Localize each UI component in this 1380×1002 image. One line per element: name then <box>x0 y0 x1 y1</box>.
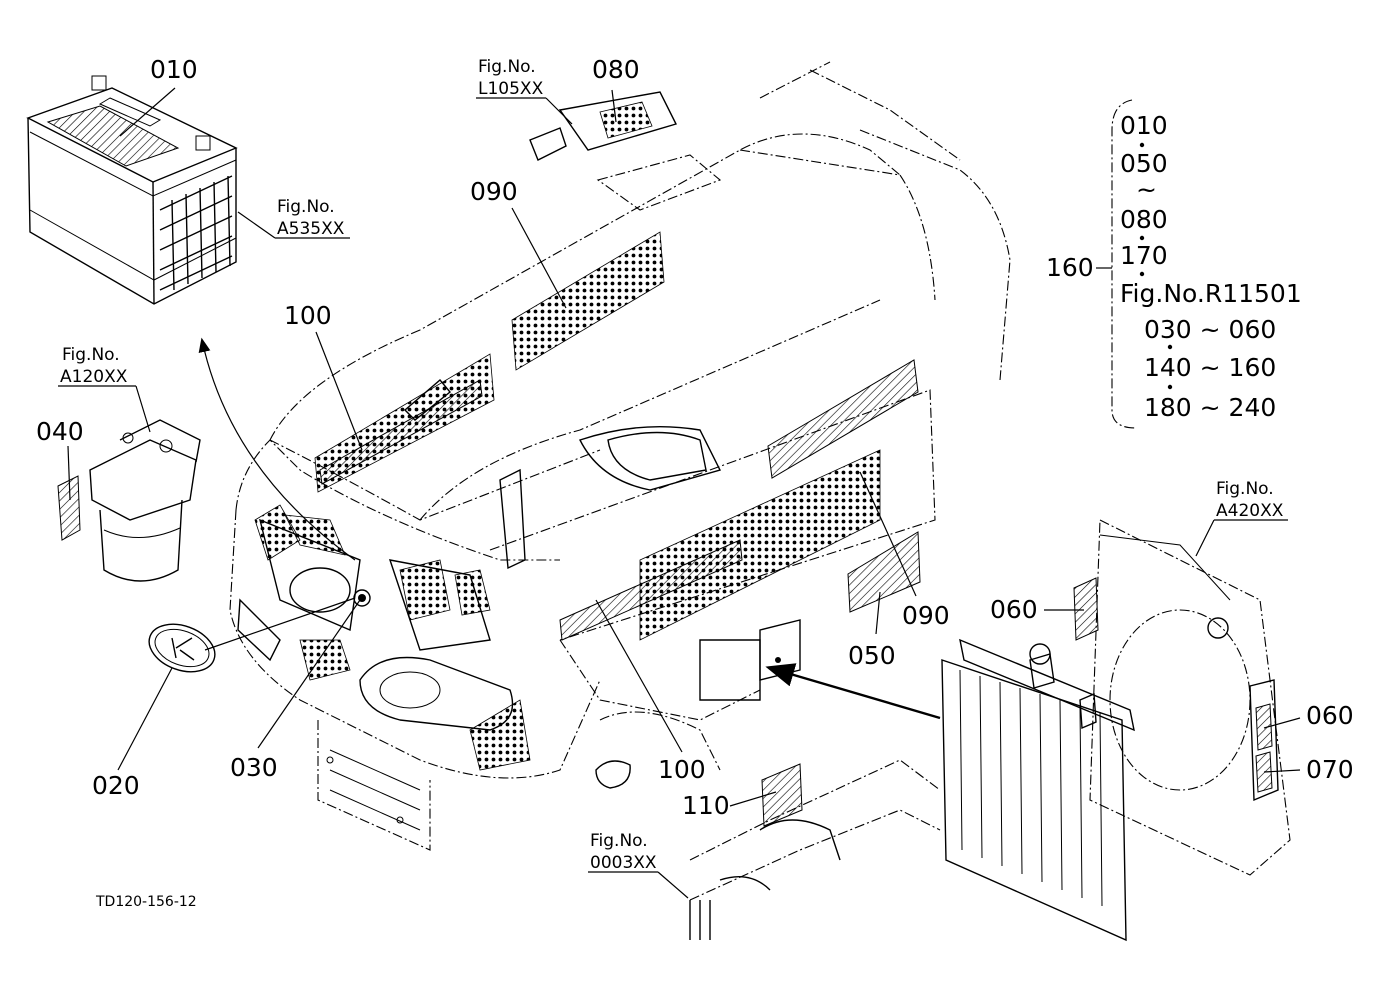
radiator-location-arrow <box>765 663 941 720</box>
battery-illustration <box>26 75 238 305</box>
callout-060-upper: 060 <box>990 595 1038 624</box>
fig-ref-filter-label: Fig.No. <box>62 345 120 365</box>
callout-090-top: 090 <box>470 177 518 206</box>
drawing-id: TD120-156-12 <box>95 894 197 910</box>
fig-ref-battery-number: A535XX <box>277 219 345 239</box>
fig-ref-plate-label: Fig.No. <box>478 57 536 77</box>
set-note-row-9: 180 ~ 240 <box>1144 393 1276 422</box>
set-note-separator-dots <box>1139 142 1173 390</box>
set-note-row-6: Fig.No.R11501 <box>1120 279 1302 308</box>
fig-ref-radiator-label: Fig.No. <box>1216 479 1274 499</box>
set-note-row-4: 080 <box>1120 205 1168 234</box>
callout-020: 020 <box>92 771 140 800</box>
fig-ref-filter-number: A120XX <box>60 367 128 387</box>
fig-ref-radiator-number: A420XX <box>1216 501 1284 521</box>
plate-illustration <box>529 91 677 161</box>
fig-ref-plate-number: L105XX <box>478 79 544 99</box>
callout-110: 110 <box>682 791 730 820</box>
callout-070: 070 <box>1306 755 1354 784</box>
callout-100-side: 100 <box>658 755 706 784</box>
emblem-illustration <box>148 623 216 673</box>
leader-lines <box>58 87 1301 899</box>
callout-050: 050 <box>848 641 896 670</box>
fig-ref-frame-number: 0003XX <box>590 853 657 873</box>
set-note-row-5: 170 <box>1120 241 1168 270</box>
fig-ref-frame-label: Fig.No. <box>590 831 648 851</box>
fuel-filter-illustration <box>57 419 201 582</box>
callout-010: 010 <box>150 55 198 84</box>
set-note-row-2: 050 <box>1120 149 1168 178</box>
tractor-bonnet-illustration <box>229 61 1011 851</box>
set-note-row-1: 010 <box>1120 111 1168 140</box>
frame-illustration <box>689 759 941 940</box>
callout-080: 080 <box>592 55 640 84</box>
radiator-illustration <box>941 519 1291 942</box>
callout-040: 040 <box>36 417 84 446</box>
callout-090-side: 090 <box>902 601 950 630</box>
callout-030: 030 <box>230 753 278 782</box>
callout-060-lower: 060 <box>1306 701 1354 730</box>
set-note-row-8: 140 ~ 160 <box>1144 353 1276 382</box>
battery-location-arrow <box>198 337 356 561</box>
set-note-row-3: ~ <box>1136 175 1157 204</box>
fig-ref-battery-label: Fig.No. <box>277 197 335 217</box>
set-note-row-7: 030 ~ 060 <box>1144 315 1276 344</box>
callout-100-hood: 100 <box>284 301 332 330</box>
set-note-part: 160 <box>1046 253 1094 282</box>
